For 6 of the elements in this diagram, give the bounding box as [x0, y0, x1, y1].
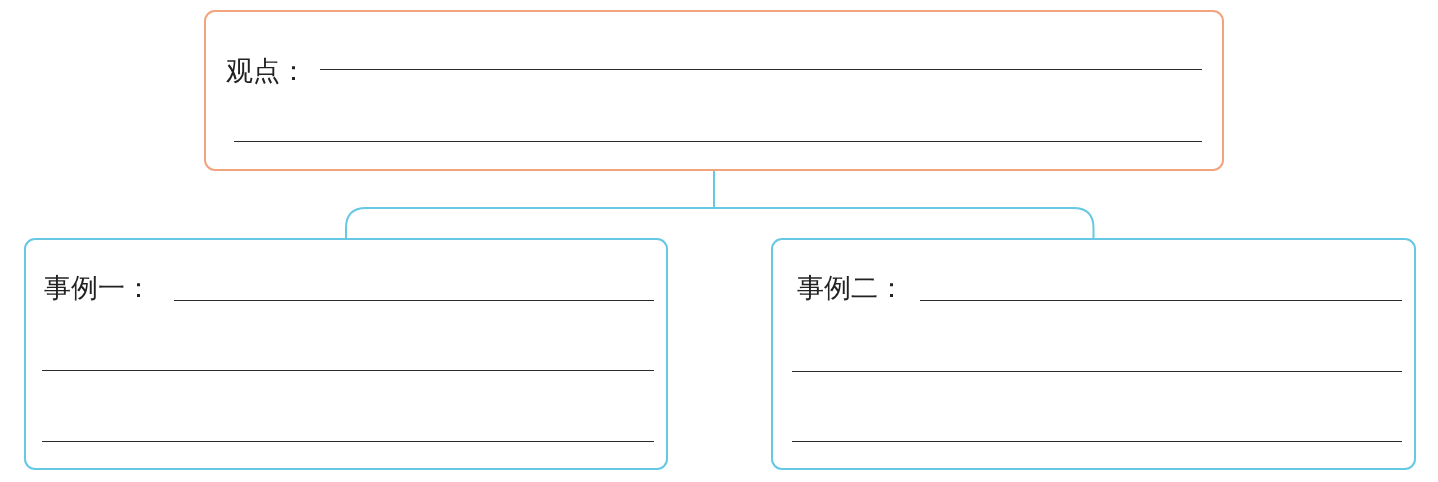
prompt-label: 事例一：: [44, 272, 152, 305]
answer-card: [771, 238, 1416, 470]
answer-card: [204, 10, 1224, 171]
answer-card: [24, 238, 668, 470]
prompt-label: 观点：: [226, 55, 307, 88]
prompt-label: 事例二：: [797, 272, 905, 305]
